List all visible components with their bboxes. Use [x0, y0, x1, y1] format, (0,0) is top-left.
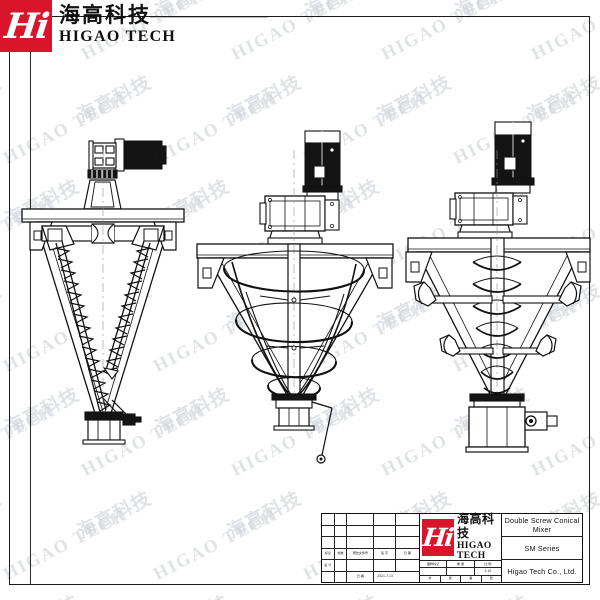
- company-logo: Hi 海高科技 HIGAO TECH: [0, 0, 176, 52]
- title-block-cell: [322, 514, 335, 525]
- watermark-text: 海高科技: [150, 588, 234, 600]
- title-block-logo-mark: Hi: [421, 518, 455, 556]
- title-block-cell: [347, 514, 375, 525]
- title-block-spec-cell: [420, 568, 448, 575]
- title-block-cell: [335, 514, 348, 525]
- drawing-frame-border: [9, 16, 590, 585]
- title-block-cell: [374, 537, 396, 548]
- title-block-cell: 日 期: [403, 551, 411, 556]
- title-block-cell: [335, 571, 348, 582]
- title-block-row: [322, 525, 419, 537]
- title-block-cell: [374, 514, 396, 525]
- product-series: SM Series: [502, 537, 582, 560]
- watermark-text: 海高科技: [0, 279, 6, 336]
- watermark-text: 海高科技: [0, 71, 6, 128]
- title-block-cell: [396, 537, 419, 548]
- title-block-logo: Hi 海高科技 HIGAO TECH: [420, 512, 501, 561]
- watermark-text: 海高科技: [450, 588, 534, 600]
- title-block-logo-chinese: 海高科技: [457, 512, 495, 540]
- title-block-cell: [335, 537, 348, 548]
- title-block-cell: [322, 525, 335, 536]
- logo-mark-text: Hi: [2, 5, 50, 47]
- title-block-name-column: Double Screw Conical Mixer SM Series Hig…: [502, 514, 582, 582]
- company-name: Higao Tech Co., Ltd.: [507, 566, 577, 576]
- title-block-cell: [374, 560, 396, 571]
- title-block-cell: [347, 537, 375, 548]
- title-block-spec-cell: 共: [420, 575, 441, 582]
- title-block-cell: [396, 526, 419, 537]
- title-block-cell: [322, 537, 335, 548]
- title-block-spec-cell: 1:10: [484, 568, 492, 573]
- title-block-spec-cell: [447, 568, 475, 575]
- logo-english-name: HIGAO TECH: [59, 28, 177, 46]
- title-block-cell: 签 字: [374, 548, 396, 559]
- title-block-logo-text: 海高科技 HIGAO TECH: [457, 512, 501, 561]
- title-block-spec-cell: 张: [489, 576, 493, 581]
- title-block-cell: [347, 525, 375, 536]
- drawing-frame-margin-line: [30, 17, 31, 584]
- title-block-cell: 更改文件号: [347, 548, 375, 559]
- title-block-cell: 设 计: [322, 560, 335, 571]
- title-block-spec-cell: 重 量: [447, 561, 475, 568]
- title-block-cell: [396, 514, 419, 525]
- title-block-cell: [335, 525, 348, 536]
- product-name: Double Screw Conical Mixer: [502, 514, 582, 537]
- title-block-spec-row: 图样标记重 量 比 例: [420, 561, 501, 569]
- watermark-text: 海高科技: [300, 588, 384, 600]
- title-block-spec-row: 共张第张: [420, 575, 501, 582]
- title-block-cell: [347, 560, 375, 571]
- logo-mark: Hi: [0, 0, 52, 52]
- watermark-text: 海高科技: [0, 487, 6, 544]
- title-block-cell: [396, 560, 419, 571]
- title-block-cell: 标记: [322, 548, 335, 559]
- title-block-spec-cell: 图样标记: [420, 561, 448, 568]
- title-block-row: 标记处数更改文件号签 字 日 期: [322, 548, 419, 560]
- title-block-cell: [322, 571, 335, 582]
- title-block-spec-row: 1:10: [420, 568, 501, 576]
- title-block-spec-cell: 张: [441, 575, 461, 582]
- watermark-text: 海高科技: [0, 588, 84, 600]
- logo-text-group: 海高科技 HIGAO TECH: [59, 4, 176, 46]
- title-block-cell: 2021.7.13: [377, 574, 393, 579]
- title-block-spec-cell: 比 例: [484, 561, 492, 566]
- title-block-logo-english: HIGAO TECH: [457, 540, 492, 561]
- title-block-cell: 日 期: [347, 571, 375, 582]
- title-block-row: [322, 514, 419, 526]
- logo-rule-line: [150, 17, 268, 18]
- title-block-row: 设 计: [322, 560, 419, 572]
- logo-chinese-name: 海高科技: [59, 3, 151, 27]
- title-block-spec-cell: 第: [461, 575, 482, 582]
- title-block-row: [322, 537, 419, 549]
- title-block-cell: 处数: [335, 548, 348, 559]
- title-block-logo-mark-text: Hi: [421, 522, 455, 552]
- title-block-cell: [374, 525, 396, 536]
- title-block-cell: [335, 560, 348, 571]
